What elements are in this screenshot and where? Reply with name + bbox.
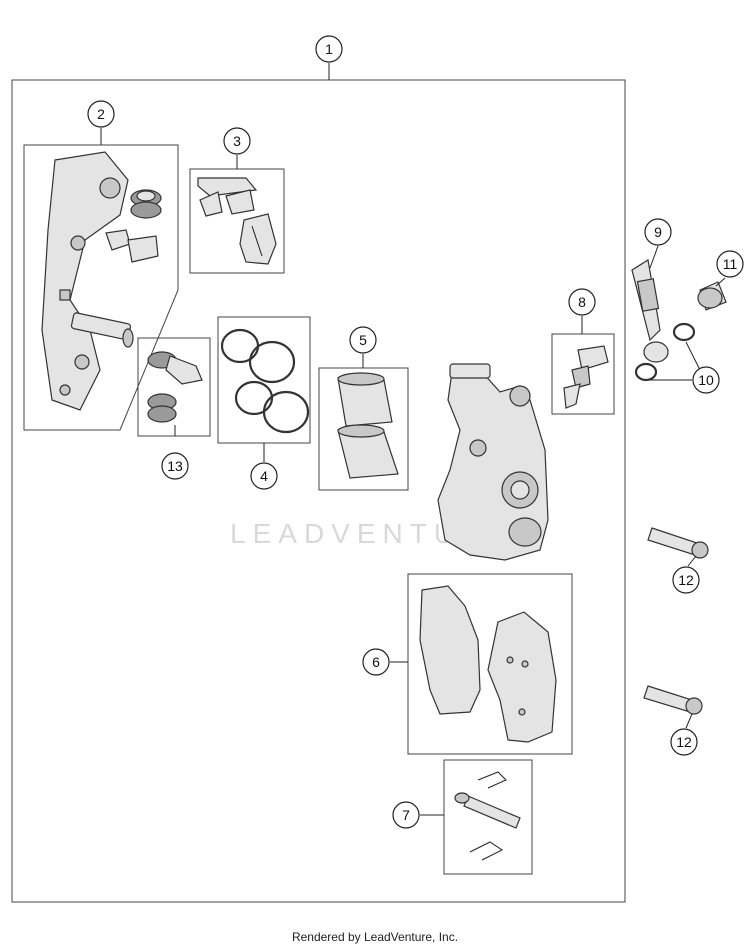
- footer-credit: Rendered by LeadVenture, Inc.: [291, 930, 459, 944]
- pad-pin: [454, 771, 521, 861]
- callout-11: 11: [716, 250, 744, 278]
- callout-12-upper: 12: [672, 566, 700, 594]
- svg-text:6: 6: [372, 654, 380, 670]
- svg-text:8: 8: [578, 294, 586, 310]
- bolt-upper: [647, 527, 709, 559]
- callout-9: 9: [644, 218, 672, 246]
- svg-text:11: 11: [723, 256, 738, 272]
- brake-line: [631, 259, 669, 363]
- bolt-lower: [643, 685, 703, 715]
- pistons: [337, 372, 399, 479]
- svg-text:13: 13: [167, 458, 183, 474]
- pad-clips: [197, 177, 277, 265]
- boot-pair-2: [130, 189, 162, 219]
- clip-pair-2: [105, 229, 159, 263]
- callout-1: 1: [315, 35, 343, 63]
- pin-group-box: [443, 759, 533, 875]
- svg-text:12: 12: [678, 572, 694, 588]
- pad-group-box: [407, 573, 573, 755]
- callout-8: 8: [568, 288, 596, 316]
- leader-lines: [100, 63, 726, 816]
- callout-6: 6: [362, 648, 390, 676]
- svg-text:5: 5: [359, 332, 367, 348]
- caliper-body: [437, 363, 549, 561]
- svg-text:10: 10: [698, 372, 714, 388]
- callout-12-lower: 12: [670, 728, 698, 756]
- svg-text:4: 4: [260, 468, 268, 484]
- guide-pin-boot: [147, 351, 203, 423]
- bleeder-valve: [563, 345, 609, 409]
- svg-text:9: 9: [654, 224, 662, 240]
- callout-3: 3: [223, 127, 251, 155]
- callout-10: 10: [692, 366, 720, 394]
- svg-text:1: 1: [325, 41, 333, 57]
- svg-text:7: 7: [402, 807, 410, 823]
- callout-5: 5: [349, 326, 377, 354]
- svg-text:3: 3: [233, 133, 241, 149]
- svg-text:12: 12: [676, 734, 692, 750]
- bleeder-group-box: [551, 333, 615, 415]
- callout-13: 13: [161, 452, 189, 480]
- seal-rings: [220, 328, 310, 434]
- callout-4: 4: [250, 462, 278, 490]
- callout-7: 7: [392, 801, 420, 829]
- callout-2: 2: [87, 100, 115, 128]
- assembly-frame: [11, 79, 626, 903]
- boot-group-box: [137, 337, 211, 437]
- bracket-part: [41, 151, 134, 411]
- brake-pads: [419, 585, 557, 743]
- banjo-bolt: [697, 281, 727, 311]
- svg-text:2: 2: [97, 106, 105, 122]
- washers: [634, 322, 696, 382]
